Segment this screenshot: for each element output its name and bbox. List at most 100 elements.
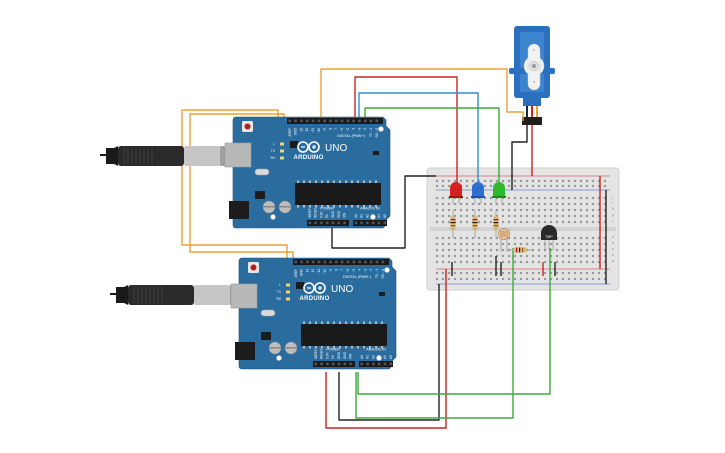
uno-top-analog-pin-label: A4	[377, 214, 381, 218]
uno-bottom-digital-pin-label: 12	[311, 269, 315, 273]
uno-top-analog-header[interactable]	[353, 220, 387, 226]
uno-top-digital-pin-label: GND	[294, 127, 298, 135]
resistor-2[interactable]	[472, 210, 478, 238]
uno-bottom-analog-pin-label: A5	[389, 355, 393, 359]
uno-bottom-power-pin-label: 5V	[331, 354, 335, 359]
uno-bottom-analog-pin-label: A1	[366, 355, 370, 359]
uno-top-digital-pin-label: 8	[328, 128, 332, 130]
uno-top-usb-port[interactable]	[224, 142, 252, 168]
resistor-1[interactable]	[450, 210, 456, 238]
uno-bottom-digital-pin-label: ~9	[329, 269, 333, 273]
breadboard-holes	[435, 179, 607, 281]
uno-top-analog-pin-label: A5	[383, 214, 387, 218]
wire-red-bottom	[325, 269, 447, 429]
svg-text:h: h	[612, 207, 614, 211]
uno-bottom-logo	[303, 282, 315, 294]
uno-bottom-analog-pin-label: A4	[383, 355, 387, 359]
uno-top-brand: ARDUINO	[293, 155, 323, 161]
uno-bottom-digital-pin-label: 13	[305, 269, 309, 273]
uno-top-analog-pin-label: A3	[371, 214, 375, 218]
uno-top-power-pin-label: GND	[331, 210, 335, 218]
wire-blue-led	[358, 92, 479, 187]
svg-text:a: a	[612, 259, 614, 263]
wire-orange-link-1	[181, 109, 288, 262]
uno-top-power-pin-label: 5V	[325, 213, 329, 218]
uno-bottom-digital-pin-label: ~5	[352, 269, 356, 273]
uno-top-digital-pin-label: ~3	[357, 128, 361, 132]
uno-top-digital-pin-label: RX←0	[375, 128, 379, 138]
usb-cable-bottom[interactable]	[110, 285, 238, 305]
led-red[interactable]	[449, 182, 463, 204]
uno-bottom-power-jack[interactable]	[235, 342, 255, 360]
uno-top-analog-header-label: ANALOG IN	[360, 207, 380, 211]
svg-text:j: j	[611, 195, 613, 199]
usb-cable-top[interactable]	[100, 146, 228, 166]
uno-bottom-analog-pin-label: A2	[371, 355, 375, 359]
uno-bottom-digital-pin-label: 2	[369, 269, 373, 271]
uno-bottom-digital-pin-label: 4	[358, 269, 362, 271]
servo-horn[interactable]	[523, 43, 545, 91]
uno-top-analog-pin-label: A1	[360, 214, 364, 218]
uno-bottom-led-label: RX	[277, 297, 282, 301]
breadboard-letters-right: j i h g f e d c b a	[611, 195, 614, 263]
uno-bottom-power-pin-label: RESET	[320, 348, 324, 359]
uno-bottom-reset-button[interactable]	[250, 264, 257, 271]
uno-top-digital-pin-label: ~6	[340, 128, 344, 132]
uno-bottom-brand: ARDUINO	[299, 296, 329, 302]
uno-bottom-power-header-label: POWER	[326, 348, 340, 352]
uno-bottom-analog-pin-label: A0	[360, 355, 364, 359]
wire-servo-black	[511, 125, 528, 190]
uno-bottom-led-label: TX	[277, 290, 282, 294]
uno-bottom-digital-pin-label: GND	[300, 268, 304, 276]
uno-top-digital-pin-label: ~9	[323, 128, 327, 132]
uno-top-led-label: TX	[271, 149, 276, 153]
uno-bottom-analog-header[interactable]	[359, 361, 393, 367]
uno-top-digital-pin-label: 7	[334, 128, 338, 130]
uno-bottom-digital-pin-label: RX←0	[381, 269, 385, 279]
uno-top-digital-pin-label: ~5	[346, 128, 350, 132]
uno-top-power-header-label: POWER	[320, 207, 334, 211]
uno-bottom-digital-pin-label: ~11	[317, 269, 321, 274]
uno-bottom-usb-port[interactable]	[230, 283, 258, 309]
uno-bottom-digital-header-label: DIGITAL (PWM~)	[343, 275, 371, 279]
wires	[181, 68, 607, 429]
uno-bottom-mcu-chip	[301, 324, 387, 346]
uno-top-power-pin-label: RESET	[314, 207, 318, 218]
uno-top-power-pin-label: IOREF	[308, 208, 312, 218]
uno-bottom-model: UNO	[331, 284, 353, 295]
temperature-sensor[interactable]: TMP	[541, 225, 557, 250]
uno-top-power-pin-label: GND	[337, 210, 341, 218]
wire-green-led	[364, 107, 500, 187]
svg-text:i: i	[612, 201, 613, 205]
uno-bottom-digital-pin-label: AREF	[294, 269, 298, 278]
uno-top-led-label: RX	[271, 156, 276, 160]
led-blue[interactable]	[471, 182, 485, 204]
uno-top-digital-header-label: DIGITAL (PWM~)	[337, 134, 365, 138]
uno-top-reset-button[interactable]	[244, 123, 251, 130]
uno-top-digital-pin-label: 4	[352, 128, 356, 130]
uno-top-digital-pin-label: 13	[299, 128, 303, 132]
sensor-label: TMP	[545, 235, 553, 239]
uno-bottom-power-pin-label: VIN	[349, 353, 353, 359]
svg-text:e: e	[612, 235, 614, 239]
resistor-4[interactable]	[508, 247, 532, 253]
servo-motor[interactable]	[509, 26, 555, 125]
uno-bottom-digital-pin-label: ~3	[363, 269, 367, 273]
led-green[interactable]	[492, 182, 506, 204]
uno-top-power-jack[interactable]	[229, 201, 249, 219]
uno-top-mcu-chip	[295, 183, 381, 205]
wire-green-ldr	[355, 248, 514, 419]
svg-text:g: g	[612, 213, 614, 217]
resistor-3[interactable]	[493, 210, 499, 238]
photoresistor[interactable]	[498, 228, 510, 253]
uno-bottom-digital-pin-label: TX→1	[375, 269, 379, 278]
uno-top-logo	[297, 141, 309, 153]
servo-connector[interactable]	[522, 117, 542, 125]
uno-bottom-digital-pin-label: ~10	[323, 269, 327, 275]
wire-green-tmp	[357, 248, 551, 395]
svg-text:f: f	[612, 219, 613, 223]
